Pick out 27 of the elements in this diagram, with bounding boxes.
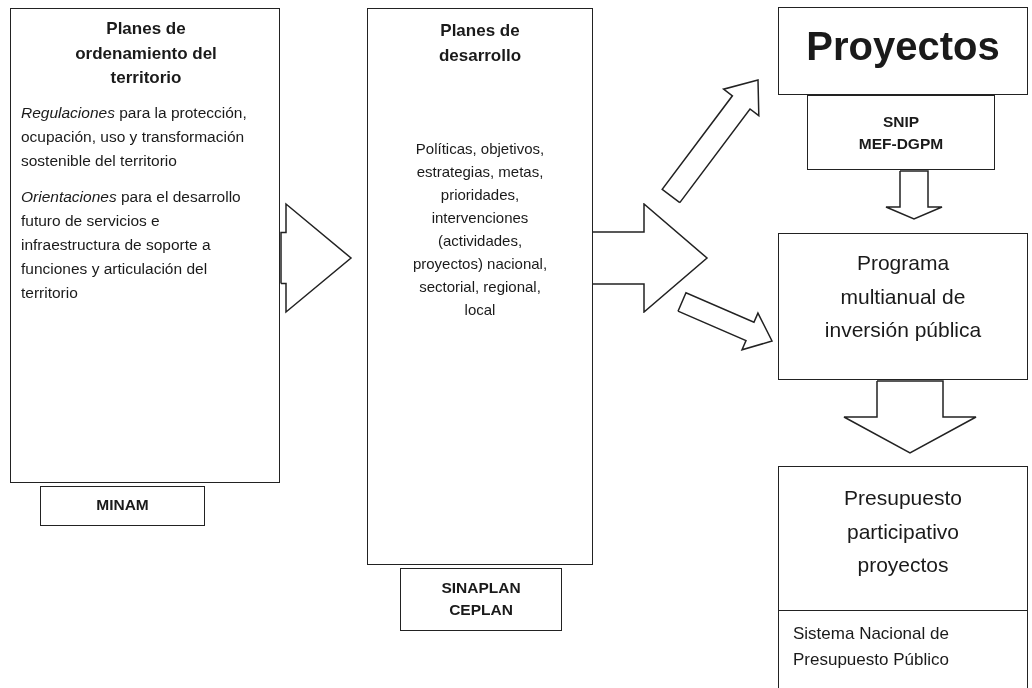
heading: Planes de ordenamiento del territorio (74, 18, 218, 90)
box-label: MINAM (95, 496, 150, 515)
block-arrow (885, 170, 943, 220)
budget-box (778, 466, 1028, 611)
block-arrow (280, 202, 353, 314)
system-box (778, 610, 1028, 688)
heading: Planes de desarrollo (437, 20, 523, 67)
block-arrow (843, 380, 977, 454)
box-label: Presupuesto participativo proyectos (843, 485, 963, 579)
box-label: Sistema Nacional de Presupuesto Público (793, 623, 950, 672)
box-label: SNIP MEF-DGPM (858, 112, 944, 155)
box-label: SINAPLAN CEPLAN (441, 578, 521, 621)
block-arrow (677, 291, 774, 351)
paragraph: Orientaciones para el desarrollo futuro de servicios e infraestructura de soporte a funciones y articulación del territorio (21, 186, 242, 304)
agency-box (40, 486, 205, 526)
box-label: Programa multianual de inversión pública (823, 250, 983, 344)
title-box (778, 7, 1028, 95)
plan-box (10, 8, 280, 483)
paragraph: Políticas, objetivos, estrategias, metas, prioridades, intervenciones (actividades, proyectos) nacional, sectorial, regional, local (411, 139, 549, 320)
program-box (778, 233, 1028, 380)
paragraph: Regulaciones para la protección, ocupación, uso y transformación sostenible del territorio (21, 102, 248, 171)
agency-box (400, 568, 562, 631)
arrow-shape (593, 203, 709, 313)
agency-box (807, 95, 995, 170)
plan-box (367, 8, 593, 565)
block-arrow (661, 79, 760, 204)
box-label: Proyectos (805, 23, 1001, 70)
